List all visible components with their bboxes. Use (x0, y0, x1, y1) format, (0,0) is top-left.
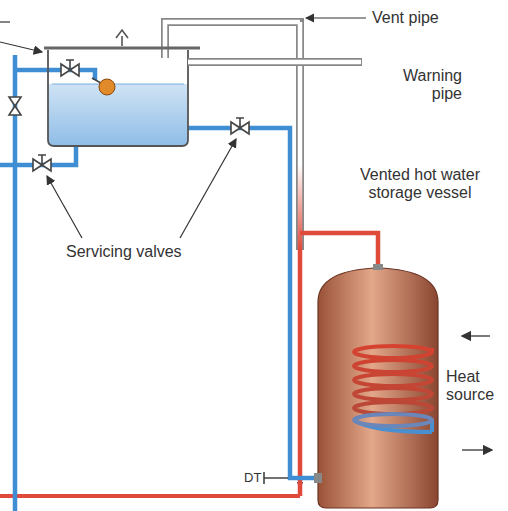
warning-pipe-label: Warning pipe (386, 67, 462, 104)
valves-label: Servicing valves (66, 243, 216, 261)
drain-tap-label: DT (244, 471, 264, 486)
vessel-label: Vented hot water storage vessel (352, 166, 488, 203)
heat-source-label: Heat source (446, 368, 506, 405)
vent-pipe-label: Vent pipe (372, 9, 502, 27)
